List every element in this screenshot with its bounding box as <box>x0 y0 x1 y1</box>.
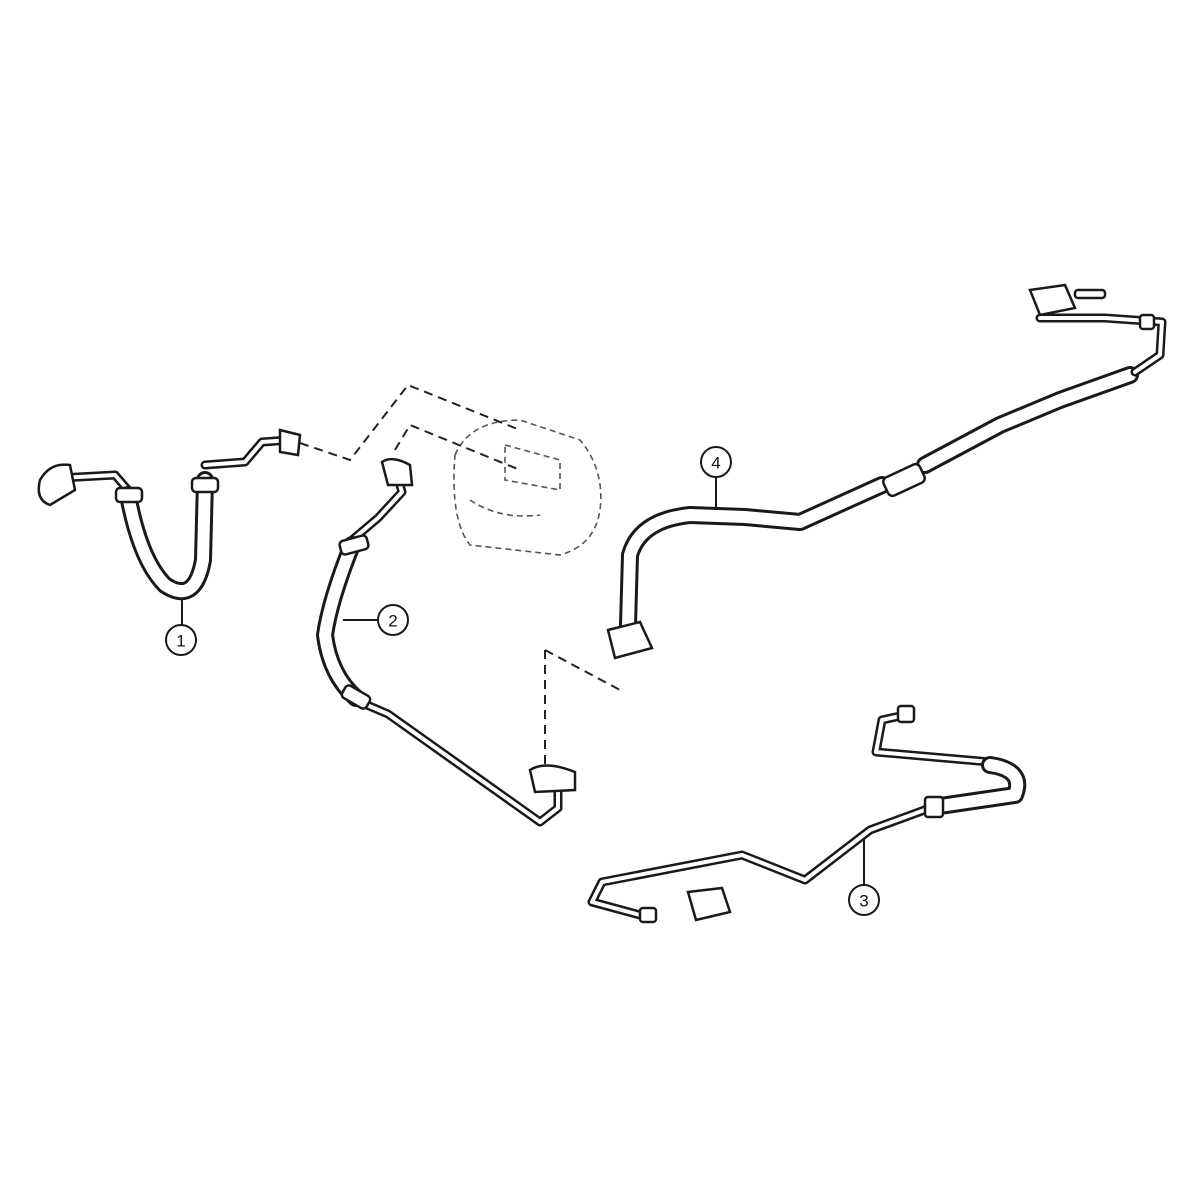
hose-2-upper-fitting <box>380 457 414 487</box>
callout-1-label: 1 <box>176 632 185 651</box>
expansion-valve <box>686 886 732 922</box>
hose-4-coupling <box>882 462 926 498</box>
connection-lines <box>299 383 621 770</box>
hose-3-lower-fitting <box>638 906 658 924</box>
callout-4-label: 4 <box>711 454 720 473</box>
callout-4: 4 <box>700 446 732 510</box>
hose-4-upper-fitting <box>1028 283 1077 317</box>
callout-2-label: 2 <box>388 612 397 631</box>
callout-3-label: 3 <box>859 892 868 911</box>
hose-2-lower-fitting <box>528 764 577 794</box>
callout-2: 2 <box>343 604 409 636</box>
hose-3 <box>587 704 1027 924</box>
hose-1-fitting <box>37 463 77 507</box>
callout-1: 1 <box>165 598 197 656</box>
callout-3: 3 <box>848 838 880 916</box>
hose-2 <box>316 457 577 827</box>
hose-1 <box>37 428 302 601</box>
compressor-outline <box>453 419 602 556</box>
hose-3-upper-fitting <box>896 704 916 724</box>
hose-4-lower-fitting <box>606 620 654 660</box>
hose-4 <box>606 283 1167 660</box>
hose-1-collar <box>114 486 144 504</box>
